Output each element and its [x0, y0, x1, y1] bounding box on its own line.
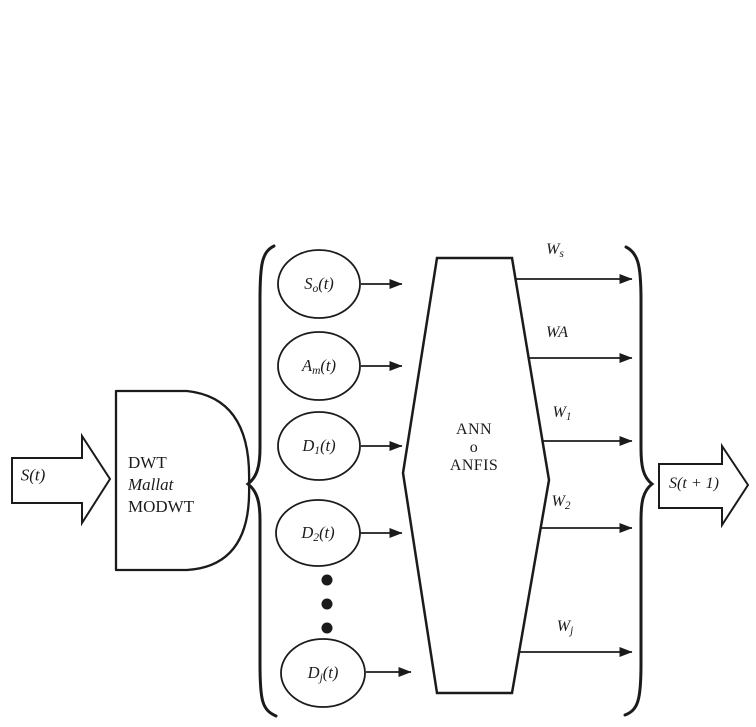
- input-signal-label: S(t): [21, 467, 46, 484]
- component-suffix: (t): [322, 662, 339, 682]
- component-sub: o: [312, 282, 319, 295]
- component-ellipse-d1: [277, 411, 361, 481]
- component-suffix: (t): [320, 355, 337, 375]
- weight-base: W: [546, 241, 560, 258]
- model-block-label: ANN o ANFIS: [450, 421, 498, 475]
- weight-sub: 2: [564, 500, 571, 513]
- weight-sub: s: [559, 248, 564, 261]
- input-arrow: [11, 432, 112, 527]
- transform-block-label: DWT Mallat MODWT: [128, 452, 194, 518]
- model-line-o: o: [469, 439, 479, 456]
- output-signal-label: S(t + 1): [669, 476, 719, 492]
- component-label-dj: Dj(t): [307, 662, 339, 684]
- component-suffix: (t): [320, 435, 336, 455]
- weight-label-wj: Wj: [556, 618, 574, 638]
- model-line-ann: ANN: [456, 421, 492, 438]
- component-sub: j: [319, 671, 323, 684]
- weight-label-wa: WA: [546, 325, 568, 341]
- input-signal-text: S(t): [20, 465, 46, 485]
- component-base: D: [301, 522, 314, 542]
- model-line-anfis: ANFIS: [449, 457, 499, 474]
- weight-base: WA: [546, 324, 568, 341]
- component-base: D: [302, 435, 315, 455]
- component-ellipse-dj: [280, 638, 366, 708]
- component-sub: 2: [313, 531, 320, 544]
- component-label-am: Am(t): [301, 355, 337, 377]
- output-arrow: [658, 442, 750, 529]
- weight-base: W: [556, 618, 571, 635]
- model-hexagon: [401, 256, 551, 695]
- weight-label-w1: W1: [552, 404, 572, 424]
- output-signal-text: S(t + 1): [669, 475, 719, 492]
- component-suffix: (t): [318, 273, 334, 293]
- ellipsis-dot: [321, 574, 333, 586]
- ellipsis-dot: [321, 598, 333, 610]
- component-label-so: So(t): [304, 273, 334, 295]
- weight-sub: 1: [565, 411, 572, 424]
- weight-sub: j: [570, 625, 574, 638]
- transform-line-modwt: MODWT: [128, 497, 195, 516]
- weight-label-w2: W2: [551, 493, 571, 513]
- weight-base: W: [552, 404, 566, 421]
- component-label-d1: D1(t): [302, 435, 336, 457]
- weight-base: W: [551, 493, 565, 510]
- component-suffix: (t): [319, 522, 335, 542]
- component-sub: m: [312, 364, 321, 377]
- wavelet-transform-block: [114, 389, 251, 572]
- component-base: S: [304, 273, 313, 293]
- weight-label-ws: Ws: [546, 241, 564, 261]
- component-base: A: [301, 355, 313, 375]
- component-sub: 1: [314, 444, 321, 457]
- component-ellipse-am: [277, 331, 361, 401]
- left-brace: [245, 244, 278, 718]
- component-base: D: [307, 662, 320, 682]
- component-ellipse-so: [277, 249, 361, 319]
- transform-line-mallat: Mallat: [128, 475, 174, 494]
- right-brace: [623, 245, 655, 717]
- ellipsis-dot: [321, 622, 333, 634]
- transform-line-dwt: DWT: [128, 453, 167, 472]
- component-label-d2: D2(t): [301, 522, 335, 544]
